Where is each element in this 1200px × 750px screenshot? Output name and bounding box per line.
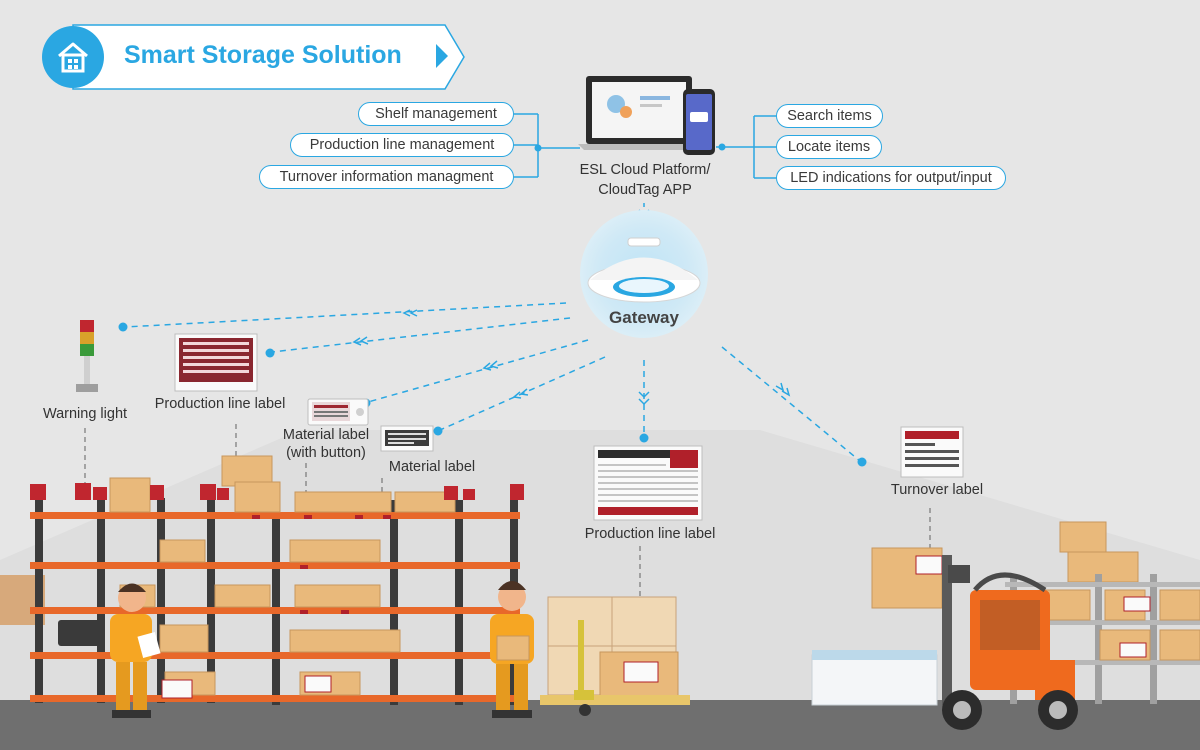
- material-label-button-caption: Material label (with button): [276, 426, 376, 462]
- production-line-label-center-caption: Production line label: [584, 526, 716, 542]
- chevron-right-icon: [436, 44, 448, 68]
- worker-middle-icon: [490, 581, 534, 718]
- pill-turnover-information: Turnover information managment: [259, 165, 514, 189]
- warning-light-icon: [76, 320, 98, 392]
- pill-locate-items: Locate items: [776, 135, 882, 159]
- material-label-button-line-2: (with button): [286, 445, 366, 461]
- worker-left-icon: [58, 583, 161, 718]
- turnover-label-device: [900, 426, 964, 478]
- platform-line-2: CloudTag APP: [598, 182, 692, 198]
- material-label-button-device: [307, 398, 369, 426]
- pill-shelf-management: Shelf management: [358, 102, 514, 126]
- left-shelving: [0, 455, 524, 705]
- production-line-label-left-device: [174, 333, 258, 392]
- forklift-icon: [811, 547, 1078, 730]
- pill-search-items: Search items: [776, 104, 883, 128]
- floor: [0, 700, 1200, 750]
- center-pallet: [540, 596, 690, 716]
- production-line-label-left-caption: Production line label: [154, 396, 286, 412]
- page-title: Smart Storage Solution: [124, 41, 402, 69]
- gateway-label: Gateway: [609, 308, 679, 327]
- warning-light-label: Warning light: [42, 406, 128, 422]
- house-icon: [42, 26, 104, 88]
- turnover-label-caption: Turnover label: [890, 482, 984, 498]
- pill-production-line-management: Production line management: [290, 133, 514, 157]
- material-label-device: [380, 425, 434, 452]
- title-banner: Smart Storage Solution: [40, 24, 465, 90]
- material-label-caption: Material label: [388, 459, 476, 475]
- laptop-phone-icon: [578, 76, 715, 155]
- material-label-button-line-1: Material label: [282, 427, 370, 443]
- gateway-device-icon: [580, 210, 708, 338]
- production-line-label-center-device: [593, 445, 703, 521]
- pill-led-indications: LED indications for output/input: [776, 166, 1006, 190]
- right-shelving: [1005, 521, 1200, 704]
- platform-caption: ESL Cloud Platform/ CloudTag APP: [560, 160, 730, 200]
- platform-line-1: ESL Cloud Platform/: [579, 162, 711, 178]
